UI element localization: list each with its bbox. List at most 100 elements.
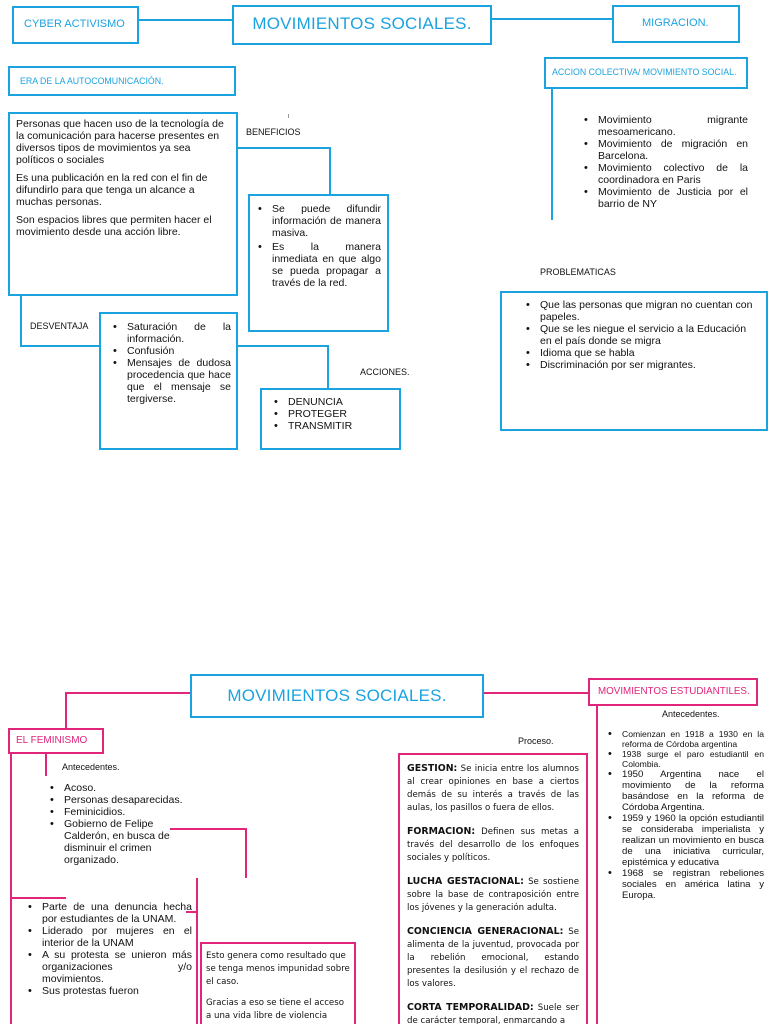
resultado-text-2: Gracias a eso se tiene el acceso a una v… bbox=[206, 998, 344, 1021]
description-box: Personas que hacen uso de la tecnología … bbox=[8, 112, 238, 296]
problematica-item: Discriminación por ser migrantes. bbox=[522, 359, 760, 371]
connector-line bbox=[329, 147, 331, 194]
desventaja-label: DESVENTAJA bbox=[30, 321, 89, 331]
accion-item: TRANSMITIR bbox=[270, 420, 391, 432]
proceso-term: CORTA TEMPORALIDAD: bbox=[407, 1002, 534, 1013]
proceso-term: LUCHA GESTACIONAL: bbox=[407, 876, 524, 887]
bottom-title-box: MOVIMIENTOS SOCIALES. bbox=[190, 674, 484, 718]
connector-line bbox=[138, 19, 233, 21]
proceso-text: Suele ser de carácter temporal, enmarcan… bbox=[407, 1003, 580, 1024]
acciones-label: ACCIONES. bbox=[360, 367, 410, 377]
proceso-text: Se sostiene sobre la base de contraposic… bbox=[407, 877, 579, 913]
era-box: ERA DE LA AUTOCOMUNICACIÓN. bbox=[8, 66, 236, 96]
connector-line bbox=[237, 147, 330, 149]
era-label: ERA DE LA AUTOCOMUNICACIÓN. bbox=[20, 76, 164, 86]
problematica-item: Que las personas que migran no cuentan c… bbox=[522, 299, 760, 323]
proceso-label: Proceso. bbox=[518, 736, 554, 746]
connector-line bbox=[45, 752, 47, 776]
antecedente-est-item: Comienzan en 1918 a 1930 en la reforma d… bbox=[604, 729, 764, 749]
desventaja-item: Saturación de la información. bbox=[109, 321, 231, 345]
cyber-activismo-box: CYBER ACTIVISMO bbox=[12, 6, 139, 44]
feminismo-facts-list: Parte de una denuncia hecha por estudian… bbox=[24, 901, 192, 997]
antecedente-item: Acoso. bbox=[46, 782, 186, 794]
proceso-term: CONCIENCIA GENERACIONAL: bbox=[407, 926, 564, 937]
migrante-item: Movimiento migrante mesoamericano. bbox=[580, 114, 748, 138]
resultado-text-1: Esto genera como resultado que se tenga … bbox=[206, 951, 350, 987]
migrante-item: Movimiento de Justicia por el barrio de … bbox=[580, 186, 748, 210]
problematicas-label: PROBLEMATICAS bbox=[540, 267, 616, 277]
bottom-title: MOVIMIENTOS SOCIALES. bbox=[227, 686, 447, 705]
connector-line bbox=[20, 345, 100, 347]
proceso-item: FORMACION: Definen sus metas a través de… bbox=[407, 825, 579, 865]
feminismo-label: EL FEMINISMO bbox=[16, 735, 88, 746]
antecedente-item: Gobierno de Felipe Calderón, en busca de… bbox=[46, 818, 186, 866]
feminismo-fact-item: A su protesta se unieron más organizacio… bbox=[24, 949, 192, 985]
connector-line bbox=[492, 18, 613, 20]
connector-line bbox=[245, 828, 247, 878]
connector-line bbox=[10, 752, 12, 1024]
antecedentes-est-list: Comienzan en 1918 a 1930 en la reforma d… bbox=[604, 729, 764, 901]
beneficio-item: Se puede difundir información de manera … bbox=[254, 203, 381, 239]
accion-item: DENUNCIA bbox=[270, 396, 391, 408]
connector-line bbox=[327, 345, 329, 388]
description-2: Es una publicación en la red con el fin … bbox=[16, 172, 208, 208]
connector-line bbox=[20, 296, 22, 346]
problematica-item: Que se les niegue el servicio a la Educa… bbox=[522, 323, 760, 347]
proceso-box: GESTION: Se inicia entre los alumnos al … bbox=[398, 753, 588, 1024]
connector-line bbox=[65, 692, 67, 729]
description-1: Personas que hacen uso de la tecnología … bbox=[16, 118, 224, 166]
antecedente-item: Feminicidios. bbox=[46, 806, 186, 818]
beneficios-box: Se puede difundir información de manera … bbox=[248, 194, 389, 332]
top-title-box: MOVIMIENTOS SOCIALES. bbox=[232, 5, 492, 45]
antecedente-est-item: 1968 se registran rebeliones sociales en… bbox=[604, 868, 764, 901]
proceso-text: Se alimenta de la juventud, provocada po… bbox=[407, 927, 579, 989]
antecedentes-fem-label: Antecedentes. bbox=[62, 762, 120, 772]
beneficios-label: BENEFICIOS bbox=[246, 127, 301, 137]
proceso-term: GESTION: bbox=[407, 763, 458, 774]
connector-line bbox=[196, 878, 198, 1024]
proceso-text: Definen sus metas a través del desarroll… bbox=[407, 827, 579, 863]
feminismo-box: EL FEMINISMO bbox=[8, 728, 104, 754]
antecedentes-est-label: Antecedentes. bbox=[662, 709, 720, 719]
resultado-box: Esto genera como resultado que se tenga … bbox=[200, 942, 356, 1024]
problematica-item: Idioma que se habla bbox=[522, 347, 760, 359]
connector-line bbox=[551, 78, 553, 220]
estudiantiles-label: MOVIMIENTOS ESTUDIANTILES. bbox=[598, 686, 750, 697]
antecedentes-fem-list: Acoso. Personas desaparecidas. Feminicid… bbox=[46, 782, 186, 866]
antecedente-item: Personas desaparecidas. bbox=[46, 794, 186, 806]
connector-line bbox=[186, 911, 198, 913]
connector-line bbox=[238, 345, 328, 347]
proceso-item: LUCHA GESTACIONAL: Se sostiene sobre la … bbox=[407, 875, 579, 915]
connector-line bbox=[596, 704, 598, 1024]
desventaja-item: Confusión bbox=[109, 345, 231, 357]
proceso-text: Se inicia entre los alumnos al crear opi… bbox=[407, 764, 579, 813]
antecedente-est-item: 1950 Argentina nace el movimiento de la … bbox=[604, 769, 764, 813]
proceso-term: FORMACION: bbox=[407, 826, 476, 837]
acciones-box: DENUNCIA PROTEGER TRANSMITIR bbox=[260, 388, 401, 450]
migrante-item: Movimiento de migración en Barcelona. bbox=[580, 138, 748, 162]
connector-line bbox=[484, 692, 588, 694]
migrante-item: Movimiento colectivo de la coordinadora … bbox=[580, 162, 748, 186]
beneficio-item: Es la manera inmediata en que algo se pu… bbox=[254, 241, 381, 289]
estudiantiles-box: MOVIMIENTOS ESTUDIANTILES. bbox=[588, 678, 758, 706]
problematicas-box: Que las personas que migran no cuentan c… bbox=[500, 291, 768, 431]
connector-line bbox=[170, 828, 246, 830]
desventaja-item: Mensajes de dudosa procedencia que hace … bbox=[109, 357, 231, 405]
proceso-item: GESTION: Se inicia entre los alumnos al … bbox=[407, 762, 579, 815]
connector-line bbox=[65, 692, 191, 694]
connector-line bbox=[10, 897, 66, 899]
migrantes-list: Movimiento migrante mesoamericano. Movim… bbox=[580, 114, 748, 210]
migracion-label: MIGRACION. bbox=[642, 17, 709, 29]
proceso-item: CONCIENCIA GENERACIONAL: Se alimenta de … bbox=[407, 925, 579, 991]
connector-line bbox=[288, 114, 289, 118]
proceso-item: CORTA TEMPORALIDAD: Suele ser de carácte… bbox=[407, 1001, 579, 1024]
accion-label: ACCION COLECTIVA/ MOVIMIENTO SOCIAL. bbox=[552, 67, 737, 77]
accion-item: PROTEGER bbox=[270, 408, 391, 420]
top-title: MOVIMIENTOS SOCIALES. bbox=[252, 14, 472, 33]
antecedente-est-item: 1959 y 1960 la opción estudiantil se con… bbox=[604, 813, 764, 868]
feminismo-fact-item: Parte de una denuncia hecha por estudian… bbox=[24, 901, 192, 925]
accion-box: ACCION COLECTIVA/ MOVIMIENTO SOCIAL. bbox=[544, 57, 748, 89]
antecedente-est-item: 1938 surge el paro estudiantil en Colomb… bbox=[604, 749, 764, 769]
feminismo-fact-item: Sus protestas fueron bbox=[24, 985, 192, 997]
cyber-activismo-label: CYBER ACTIVISMO bbox=[24, 18, 125, 30]
